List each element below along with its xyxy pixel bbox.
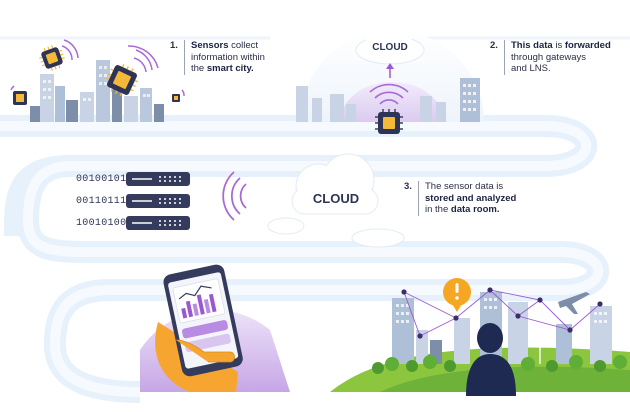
- airplane-icon: [558, 292, 590, 314]
- data-room-cloud: [291, 153, 379, 215]
- step-text-bold: forwarded: [564, 40, 611, 51]
- upload-arrow-icon: [386, 63, 394, 78]
- sensor-chip-icon: [172, 94, 180, 102]
- gateway-cloud-label: CLOUD: [372, 42, 408, 53]
- winding-path: [0, 36, 630, 403]
- sensor-chip-icon: [13, 91, 27, 105]
- step-text-line: the smart city.: [191, 63, 265, 75]
- step-text-run: collect: [228, 40, 259, 51]
- server-rack-icon: [126, 216, 190, 230]
- step-text-run: is: [552, 40, 565, 51]
- gateway-cloud: [355, 22, 425, 65]
- trees: [372, 355, 627, 374]
- step-text-run: through gateways: [511, 51, 586, 63]
- step-text-bold: This data: [511, 40, 553, 51]
- step-2-number: 2.: [490, 40, 498, 51]
- step-text-run: the: [191, 63, 207, 74]
- wifi-signal-icon: [10, 39, 185, 97]
- wifi-signal-icon: [222, 171, 247, 221]
- step-text-line: Sensors collect: [191, 40, 265, 52]
- chart-icon: [178, 285, 217, 319]
- gateway-chip-icon: [375, 109, 403, 134]
- step-text-line: The sensor data is: [425, 181, 516, 193]
- step-text-line: stored and analyzed: [425, 193, 516, 205]
- smartphone-area: [140, 264, 290, 392]
- step-text-line: and LNS.: [511, 63, 611, 75]
- binary-code: 10010100: [76, 218, 127, 229]
- small-cloud: [267, 217, 405, 248]
- step-3-number: 3.: [404, 181, 412, 192]
- step-text-line: through gateways: [511, 52, 611, 64]
- sensor-chip-icon: [105, 63, 139, 97]
- binary-code: 00110111: [76, 196, 127, 207]
- city-skyline-1: [30, 60, 164, 122]
- step-text-run: in the: [425, 204, 451, 215]
- binary-code: 00100101: [76, 174, 127, 185]
- step-text-line: in the data room.: [425, 204, 516, 216]
- sensor-chip-icon: [39, 45, 65, 71]
- alert-icon: [443, 278, 471, 312]
- step-text-run: The sensor data is: [425, 181, 504, 192]
- network-nodes: [401, 287, 603, 339]
- step-1-number: 1.: [170, 40, 178, 51]
- server-rack-icon: [126, 194, 190, 208]
- person-silhouette-icon: [466, 323, 516, 396]
- step-text-bold: smart city.: [206, 63, 254, 74]
- wind-turbine-icon: [532, 331, 549, 364]
- data-room-cloud-label: CLOUD: [312, 191, 360, 206]
- server-rack-icon: [126, 172, 190, 186]
- step-text-run: information within: [191, 51, 265, 63]
- step-text-bold: stored and analyzed: [425, 192, 517, 204]
- step-text-line: This data is forwarded: [511, 40, 611, 52]
- wifi-signal-icon: [369, 83, 409, 105]
- gateway-dome: [296, 30, 484, 123]
- step-text-bold: data room.: [450, 204, 500, 215]
- step-text-bold: Sensors: [191, 40, 229, 51]
- step-text-run: and LNS.: [511, 63, 551, 74]
- step-text-line: information within: [191, 52, 265, 64]
